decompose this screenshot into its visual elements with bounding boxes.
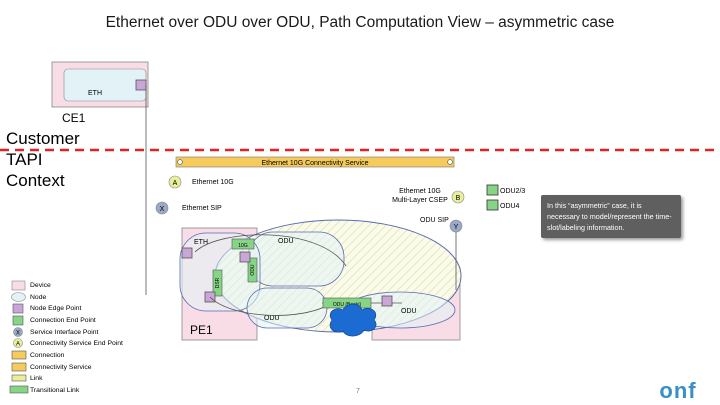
ce1-port-label: ETH	[88, 90, 102, 97]
pe1-nep-top[interactable]	[181, 247, 193, 259]
odu-right-label: ODU	[401, 308, 417, 315]
csep-a-letter: A	[173, 180, 178, 187]
ce1-node-box	[63, 68, 147, 102]
pe1-label: PE1	[190, 323, 213, 337]
ethernet-connectivity-service-bar[interactable]	[175, 156, 455, 168]
tag-dsr-vertical-label: DSR	[215, 277, 221, 288]
connectivity-service-label: Ethernet 10G Connectivity Service	[262, 160, 369, 167]
csep-b-icon[interactable]	[451, 190, 465, 204]
legend-x-letter: X	[16, 331, 20, 337]
connectivity-service-icon	[11, 362, 27, 372]
csep-a-icon[interactable]	[168, 175, 182, 189]
odu23-label: ODU2/3	[500, 188, 525, 195]
odu23-swatch	[486, 184, 499, 196]
right-device-nep[interactable]	[381, 295, 393, 307]
connection-end-point-icon	[12, 315, 24, 326]
service-end-right	[447, 159, 453, 165]
csep-b-letter: B	[456, 195, 461, 202]
sip-y-letter: Y	[454, 224, 459, 231]
odu-top-label: ODU	[278, 238, 294, 245]
tag-10g	[231, 238, 255, 250]
legend-a-letter: A	[16, 342, 20, 348]
odu-inner-node-top	[247, 231, 345, 287]
pe1-nep-inner[interactable]	[239, 251, 251, 263]
legend-label-transitional-link: Transitional Link	[30, 387, 80, 394]
onf-logo: onf	[659, 378, 696, 403]
legend-label-sip: Service Interface Point	[30, 329, 99, 336]
asymmetric-case-note: In this “asymmetric” case, it is necessa…	[541, 195, 681, 238]
eth-inner-label: ETH	[194, 239, 208, 246]
legend-label-nep: Node Edge Point	[30, 305, 82, 312]
customer-tapi-context-label: Customer TAPI Context	[6, 128, 80, 191]
odu-sip-label: ODU SIP	[420, 217, 449, 224]
page-number: 7	[356, 388, 360, 395]
odu4-label: ODU4	[500, 203, 520, 210]
transport-cloud-icon	[329, 303, 377, 337]
device-icon	[11, 280, 26, 291]
legend-label-link: Link	[30, 375, 43, 382]
slide-title: Ethernet over ODU over ODU, Path Computa…	[105, 14, 615, 31]
tag-odu-vertical-label: ODU	[250, 264, 256, 276]
legend-label-connectivity-service: Connectivity Service	[30, 364, 92, 371]
tag-dsr-vertical	[212, 269, 223, 297]
service-end-left	[177, 159, 183, 165]
connection-curve-lower	[209, 296, 331, 316]
customer-context-line3: Context	[6, 171, 65, 190]
legend-label-cep: Connection End Point	[30, 317, 96, 324]
multilayer-csep-line1: Ethernet 10G	[399, 188, 441, 195]
connectivity-service-end-point-icon	[13, 338, 23, 348]
tag-odu-vertical	[247, 257, 258, 283]
transitional-link-icon	[9, 385, 29, 394]
sip-x-letter: X	[160, 206, 165, 213]
tag-10g-label: 10G	[238, 243, 248, 249]
legend-label-connection: Connection	[30, 352, 65, 359]
odu4-swatch	[486, 199, 499, 211]
customer-context-line2: TAPI	[6, 150, 43, 169]
service-interface-point-icon	[13, 327, 23, 337]
node-edge-point-icon	[12, 303, 24, 314]
legend: X A	[9, 280, 29, 394]
node-icon	[11, 292, 26, 302]
connection-icon	[11, 350, 27, 360]
ce1-label: CE1	[62, 111, 86, 125]
ethernet-10g-label: Ethernet 10G	[192, 179, 234, 186]
odu-mid-label: ODU	[264, 315, 280, 322]
multilayer-csep-line2: Multi-Layer CSEP	[392, 197, 448, 204]
odu-inner-node-bottom	[246, 287, 328, 329]
connection-curve-upper	[194, 234, 347, 267]
ce1-node-edge-point[interactable]	[135, 79, 147, 91]
link-icon	[11, 374, 27, 382]
customer-context-line1: Customer	[6, 129, 80, 148]
ethernet-sip-label: Ethernet SIP	[182, 205, 222, 212]
legend-label-csep: Connectivity Service End Point	[30, 340, 123, 347]
sip-x-icon[interactable]	[155, 201, 169, 215]
legend-label-node: Node	[30, 294, 47, 301]
legend-label-device: Device	[30, 282, 51, 289]
